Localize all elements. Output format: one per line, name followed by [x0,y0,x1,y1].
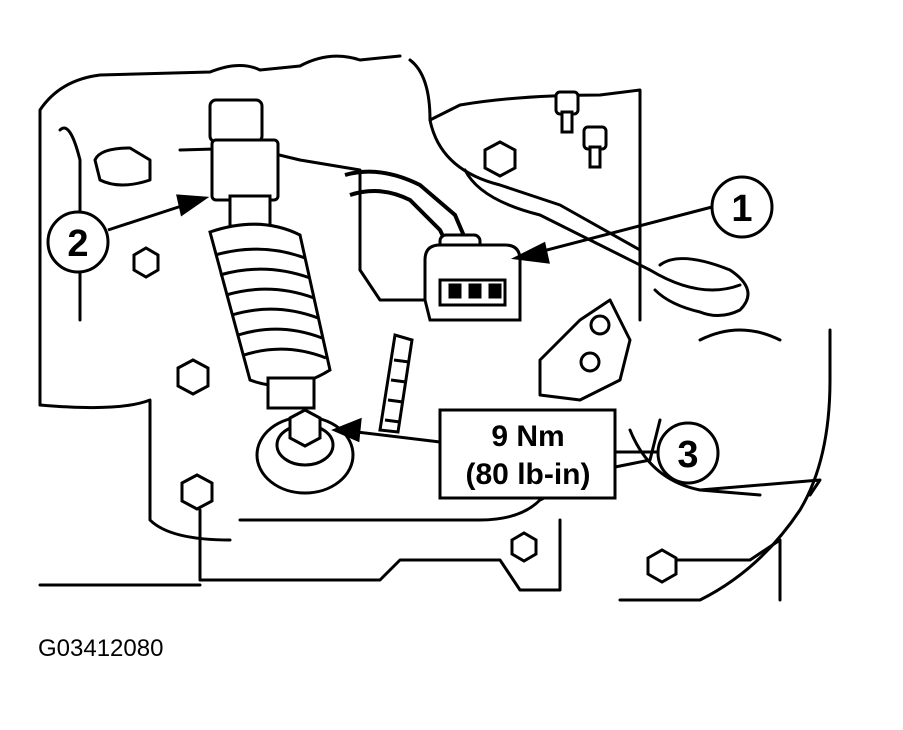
torque-spec-metric: 9 Nm [491,420,564,453]
figure-id: G03412080 [38,635,163,662]
svg-text:3: 3 [677,434,698,476]
shift-cable-assembly [208,98,414,495]
callout-2: 2 [46,210,110,274]
torque-spec-imperial: (80 lb-in) [466,458,591,491]
bolts [132,90,678,584]
svg-text:1: 1 [731,188,752,230]
callout-1: 1 [710,175,774,239]
leader-lines [107,194,713,454]
sensor-connector [344,169,522,322]
callout-3: 3 [656,421,720,485]
line-art [38,54,832,602]
torque-spec-box: 9 Nm (80 lb-in) [438,408,617,500]
svg-text:2: 2 [67,223,88,265]
